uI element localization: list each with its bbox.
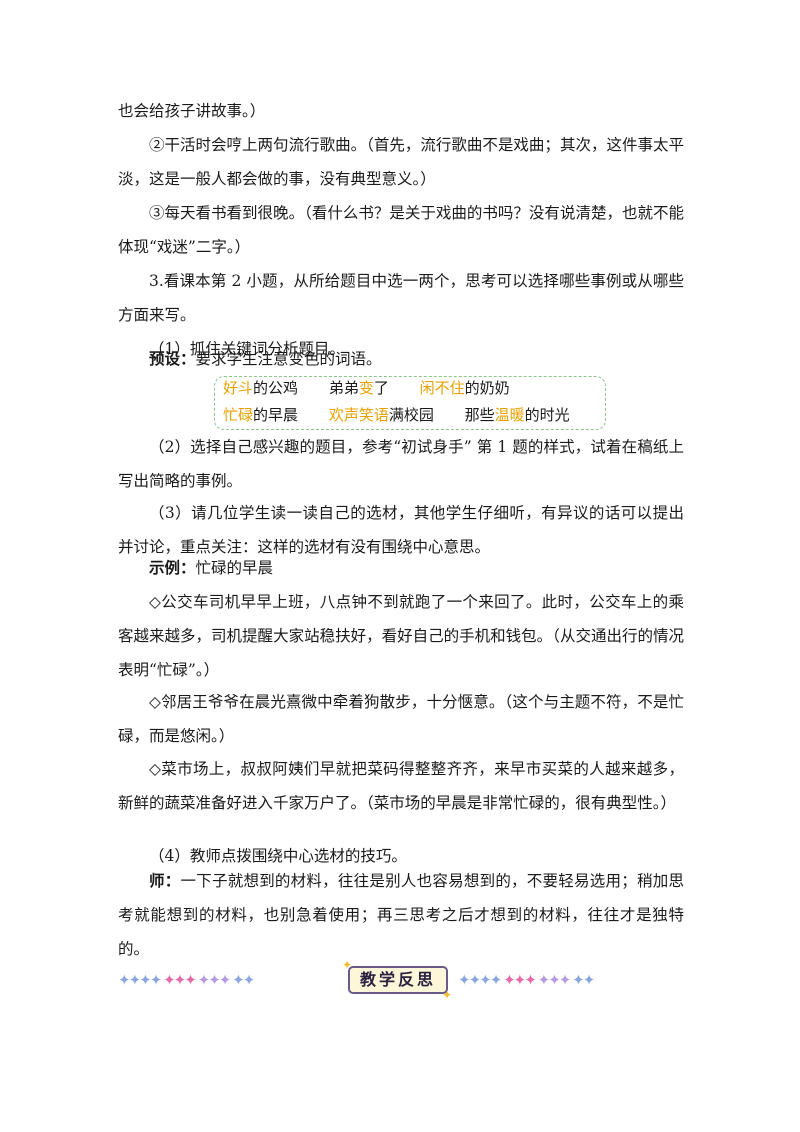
keyword-row-2: 忙碌的早晨 欢声笑语满校园 那些温暖的时光 <box>223 405 596 425</box>
section-divider: ✦✦✦✦ ✦✦✦ ✦✦✦ ✦✦ 教学反思 ✦ ✦ ✦✦✦✦ ✦✦✦ ✦✦✦ ✦✦ <box>118 958 684 1002</box>
banner-frame <box>348 966 448 994</box>
paragraph-continuation: 也会给孩子讲故事。） <box>118 102 266 120</box>
keyword-item: 弟弟变了 <box>328 379 389 397</box>
paragraph-substep-1: （1）抓住关键词分析题目。 <box>149 340 345 358</box>
example-label: 示例： <box>149 558 196 577</box>
paragraph-point-3: ③每天看书看到很晚。（看什么书？是关于戏曲的书吗？没有说清楚，也就不能体现“戏迷… <box>118 204 684 256</box>
example-item-bus: ◇公交车司机早早上班，八点钟不到就跑了一个来回了。此时，公交车上的乘客越来越多，… <box>118 593 684 679</box>
paragraph-step-3: 3.看课本第 2 小题，从所给题目中选一两个，思考可以选择哪些事例或从哪些方面来… <box>118 272 684 324</box>
star-icon: ✦ <box>442 988 453 1002</box>
preset-line: 预设：要求学生注意变色的词语。 <box>118 342 684 376</box>
star-icon: ✦ <box>342 958 353 972</box>
keyword-box: 好斗的公鸡 弟弟变了 闲不住的奶奶 忙碌的早晨 欢声笑语满校园 那些温暖的时光 <box>214 376 606 430</box>
example-item-neighbor: ◇邻居王爷爷在晨光熹微中牵着狗散步，十分惬意。（这个与主题不符，不是忙碌，而是悠… <box>118 693 684 745</box>
preset-label: 预设： <box>149 349 196 368</box>
divider-stars-right: ✦✦✦✦ ✦✦✦ ✦✦✦ ✦✦ <box>458 971 595 989</box>
keyword-item: 闲不住的奶奶 <box>419 379 510 397</box>
keyword-row-1: 好斗的公鸡 弟弟变了 闲不住的奶奶 <box>223 378 536 398</box>
banner-title: 教学反思 <box>359 970 436 989</box>
keyword-item: 忙碌的早晨 <box>223 406 299 424</box>
paragraph-point-2: ②干活时会哼上两句流行歌曲。（首先，流行歌曲不是戏曲；其次，这件事太平淡，这是一… <box>118 136 684 188</box>
example-item-market: ◇菜市场上，叔叔阿姨们早就把菜码得整整齐齐，来早市买菜的人越来越多，新鲜的蔬菜准… <box>118 760 684 812</box>
paragraph-substep-3: （3）请几位学生读一读自己的选材，其他学生仔细听，有异议的话可以提出并讨论，重点… <box>118 504 684 556</box>
paragraph-substep-2: （2）选择自己感兴趣的题目，参考“初试身手” 第 1 题的样式，试着在稿纸上写出… <box>118 438 684 490</box>
keyword-item: 欢声笑语满校园 <box>328 406 434 424</box>
paragraph-substep-4: （4）教师点拨围绕中心选材的技巧。 <box>149 847 407 865</box>
preset-text: 要求学生注意变色的词语。 <box>195 350 382 368</box>
keyword-item: 好斗的公鸡 <box>223 379 299 397</box>
divider-stars-left: ✦✦✦✦ ✦✦✦ ✦✦✦ ✦✦ <box>118 971 255 989</box>
keyword-item: 那些温暖的时光 <box>464 406 570 424</box>
example-heading: 示例：忙碌的早晨 <box>118 551 684 585</box>
example-title: 忙碌的早晨 <box>195 559 274 577</box>
reflection-banner: 教学反思 ✦ ✦ <box>342 958 453 1002</box>
teacher-tip: 师：一下子就想到的材料，往往是别人也容易想到的，不要轻易选用；稍加思考就能想到的… <box>118 864 684 966</box>
teacher-text: 一下子就想到的材料，往往是别人也容易想到的，不要轻易选用；稍加思考就能想到的材料… <box>118 872 684 958</box>
teacher-label: 师： <box>149 871 181 890</box>
